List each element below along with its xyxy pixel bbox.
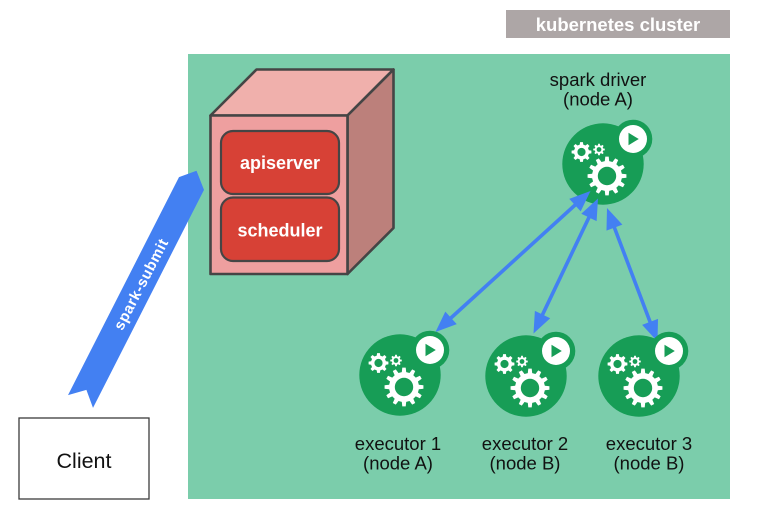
svg-text:kubernetes cluster: kubernetes cluster bbox=[536, 14, 701, 35]
svg-text:Client: Client bbox=[57, 449, 112, 473]
svg-text:apiserver: apiserver bbox=[240, 153, 320, 173]
svg-text:(node A): (node A) bbox=[363, 453, 433, 474]
svg-text:executor 1: executor 1 bbox=[355, 433, 441, 454]
svg-text:(node B): (node B) bbox=[614, 453, 685, 474]
svg-text:spark driver: spark driver bbox=[550, 69, 647, 90]
svg-text:(node B): (node B) bbox=[490, 453, 561, 474]
svg-text:executor 3: executor 3 bbox=[606, 433, 692, 454]
svg-text:scheduler: scheduler bbox=[237, 221, 322, 241]
svg-text:executor 2: executor 2 bbox=[482, 433, 568, 454]
svg-text:(node A): (node A) bbox=[563, 89, 633, 110]
